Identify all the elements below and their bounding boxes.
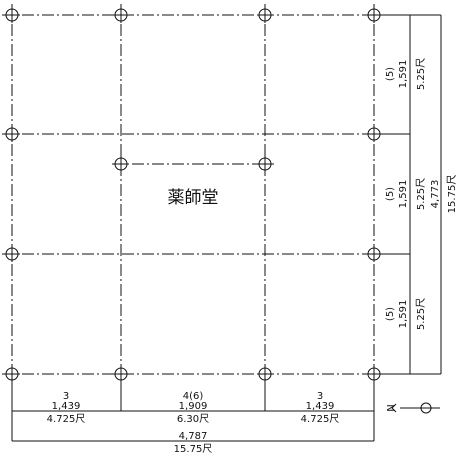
column-marker — [366, 7, 382, 23]
bottom-dim-count: 3 — [317, 391, 323, 402]
right-dim-meters: 1,591 — [398, 300, 409, 329]
building-title: 薬師堂 — [168, 188, 219, 208]
right-total-meters: 4,773 — [430, 180, 441, 209]
grid-lines — [2, 4, 384, 392]
right-dim-shaku: 5.25尺 — [415, 178, 427, 210]
bottom-total-shaku: 15.75尺 — [174, 443, 213, 455]
north-label: N — [384, 404, 395, 411]
column-marker — [4, 7, 20, 23]
column-marker — [257, 7, 273, 23]
bottom-dim-meters: 1,439 — [52, 401, 81, 412]
right-dim-count: (5) — [385, 187, 396, 201]
right-dim-shaku: 5.25尺 — [415, 58, 427, 90]
column-marker — [113, 366, 129, 382]
column-marker — [4, 366, 20, 382]
bottom-dim-shaku: 4.725尺 — [47, 413, 86, 425]
column-marker — [366, 366, 382, 382]
right-dim-count: (5) — [385, 307, 396, 321]
column-markers — [4, 7, 382, 382]
column-marker — [113, 7, 129, 23]
right-dim-shaku: 5.25尺 — [415, 298, 427, 330]
bottom-dimension-lines — [11, 380, 375, 442]
bottom-dim-count: 3 — [63, 391, 69, 402]
right-dimension: (5) 1,591 5.25尺 — [385, 298, 427, 330]
right-dimension-lines — [380, 14, 442, 375]
right-total-shaku: 15.75尺 — [446, 175, 458, 214]
right-dim-meters: 1,591 — [398, 180, 409, 209]
column-marker — [257, 156, 273, 172]
column-marker — [257, 366, 273, 382]
north-arrow-icon — [391, 402, 440, 414]
right-dimension: (5) 1,591 5.25尺 — [385, 58, 427, 90]
right-dim-meters: 1,591 — [398, 60, 409, 89]
bottom-dim-count: 4(6) — [183, 391, 204, 402]
bottom-dimension: 4(6) 1,909 6.30尺 — [177, 391, 209, 425]
right-total: 4,773 15.75尺 — [430, 175, 458, 214]
bottom-dim-shaku: 6.30尺 — [177, 413, 209, 425]
bottom-dim-meters: 1,439 — [306, 401, 335, 412]
bottom-total: 4,787 15.75尺 — [174, 431, 213, 455]
right-dimension: (5) 1,591 5.25尺 — [385, 178, 427, 210]
right-dimension-labels: (5) 1,591 5.25尺 (5) 1,591 5.25尺 (5) 1,59… — [385, 58, 458, 330]
bottom-dimension-labels: 3 1,439 4.725尺 4(6) 1,909 6.30尺 3 1,439 … — [47, 391, 340, 455]
column-marker — [366, 246, 382, 262]
column-marker — [366, 126, 382, 142]
bottom-dim-shaku: 4.725尺 — [301, 413, 340, 425]
column-marker — [4, 126, 20, 142]
column-marker — [113, 156, 129, 172]
bottom-dimension: 3 1,439 4.725尺 — [301, 391, 340, 425]
bottom-dim-meters: 1,909 — [179, 401, 208, 412]
column-marker — [4, 246, 20, 262]
right-dim-count: (5) — [385, 67, 396, 81]
bottom-dimension: 3 1,439 4.725尺 — [47, 391, 86, 425]
bottom-total-meters: 4,787 — [179, 431, 208, 442]
